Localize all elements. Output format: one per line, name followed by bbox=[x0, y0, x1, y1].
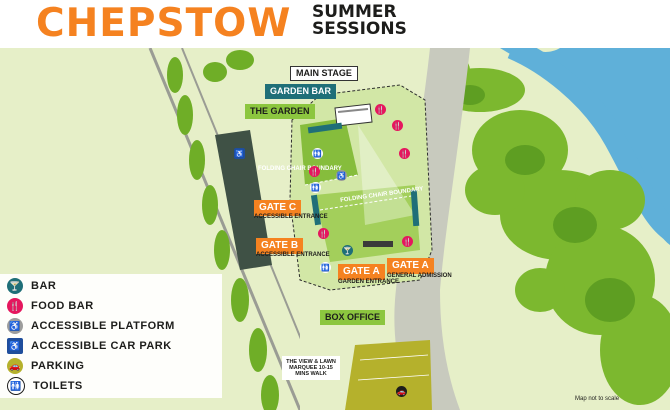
gate-b-sub: ACCESSIBLE ENTRANCE bbox=[256, 252, 330, 258]
railway-line bbox=[148, 47, 302, 410]
the-garden-label: THE GARDEN bbox=[245, 104, 315, 119]
food-bar-pin: 🍴 bbox=[318, 228, 329, 239]
woodland-right bbox=[430, 54, 670, 405]
accessible-platform-pin: ♿ bbox=[336, 170, 347, 181]
food-icon: 🍴 bbox=[7, 298, 23, 314]
scale-note: Map not to scale bbox=[575, 396, 620, 402]
bar-icon: 🍸 bbox=[7, 278, 23, 294]
main-stage-shape bbox=[334, 103, 373, 127]
legend-item-accessible-car-park: ♿ ACCESSIBLE CAR PARK bbox=[7, 337, 172, 355]
food-bar-pin: 🍴 bbox=[399, 148, 410, 159]
event-subtitle: SUMMER SESSIONS bbox=[312, 2, 407, 39]
legend-item-bar: 🍸 BAR bbox=[7, 277, 56, 295]
toilets-pin: 🚻 bbox=[310, 182, 321, 193]
map-legend: 🍸 BAR 🍴 FOOD BAR ♿ ACCESSIBLE PLATFORM ♿… bbox=[0, 274, 222, 398]
legend-label: BAR bbox=[31, 280, 57, 292]
food-bar-pin: 🍴 bbox=[375, 104, 386, 115]
accessible-car-park-area bbox=[215, 130, 272, 270]
view-note: THE VIEW & LAWN MARQUEE 10-15 MINS WALK bbox=[282, 356, 340, 380]
legend-item-toilets: 🚻 TOILETS bbox=[7, 377, 83, 395]
toilets-icon: 🚻 bbox=[7, 377, 25, 395]
gate-c-label: GATE C bbox=[254, 200, 302, 216]
parking-area bbox=[345, 340, 432, 410]
gate-b-label: GATE B bbox=[256, 238, 304, 254]
accessible-car-park-icon: ♿ bbox=[7, 338, 23, 354]
folding-chair-boundary-1: FOLDING CHAIR BOUNDARY bbox=[258, 166, 342, 172]
river-channel bbox=[507, 37, 670, 239]
legend-label: FOOD BAR bbox=[31, 300, 94, 312]
garden-bar-label: GARDEN BAR bbox=[265, 84, 337, 99]
river bbox=[500, 46, 670, 246]
event-title: CHEPSTOW bbox=[36, 1, 292, 46]
food-bar-pin: 🍴 bbox=[309, 166, 320, 177]
gate-a-garden-sub: GARDEN ENTRANCE bbox=[338, 279, 400, 285]
parking-pin: 🚗 bbox=[396, 386, 407, 397]
lawn-area bbox=[315, 185, 420, 262]
accessible-icon: ♿ bbox=[7, 318, 23, 334]
legend-item-parking: 🚗 PARKING bbox=[7, 357, 84, 375]
gate-c-sub: ACCESSIBLE ENTRANCE bbox=[254, 214, 328, 220]
accessible-car-park-icon: ♿ bbox=[234, 148, 245, 159]
box-office-label: BOX OFFICE bbox=[320, 310, 386, 325]
gate-a-general-label: GATE A bbox=[387, 258, 434, 274]
parking-icon: 🚗 bbox=[7, 358, 23, 374]
food-bar-pin: 🍴 bbox=[392, 120, 403, 131]
tree-belt-left bbox=[167, 50, 279, 410]
legend-label: ACCESSIBLE CAR PARK bbox=[31, 340, 172, 352]
gate-a-general-sub: GENERAL ADMISSION bbox=[387, 273, 452, 279]
main-stage-label: MAIN STAGE bbox=[290, 66, 358, 81]
legend-label: TOILETS bbox=[33, 380, 83, 392]
legend-label: PARKING bbox=[31, 360, 85, 372]
gate-a-garden-label: GATE A bbox=[338, 264, 385, 280]
header: CHEPSTOW SUMMER SESSIONS bbox=[0, 0, 670, 48]
legend-label: ACCESSIBLE PLATFORM bbox=[31, 320, 175, 332]
racecourse-track bbox=[394, 48, 470, 410]
legend-item-food-bar: 🍴 FOOD BAR bbox=[7, 297, 94, 315]
bar-pin: 🍸 bbox=[342, 245, 353, 256]
toilets-pin: 🚻 bbox=[312, 148, 323, 159]
boundary-line bbox=[319, 194, 419, 211]
toilets-pin: 🚻 bbox=[320, 262, 331, 273]
legend-item-accessible-platform: ♿ ACCESSIBLE PLATFORM bbox=[7, 317, 175, 335]
food-bar-pin: 🍴 bbox=[402, 236, 413, 247]
woodland-shadow bbox=[455, 85, 635, 322]
